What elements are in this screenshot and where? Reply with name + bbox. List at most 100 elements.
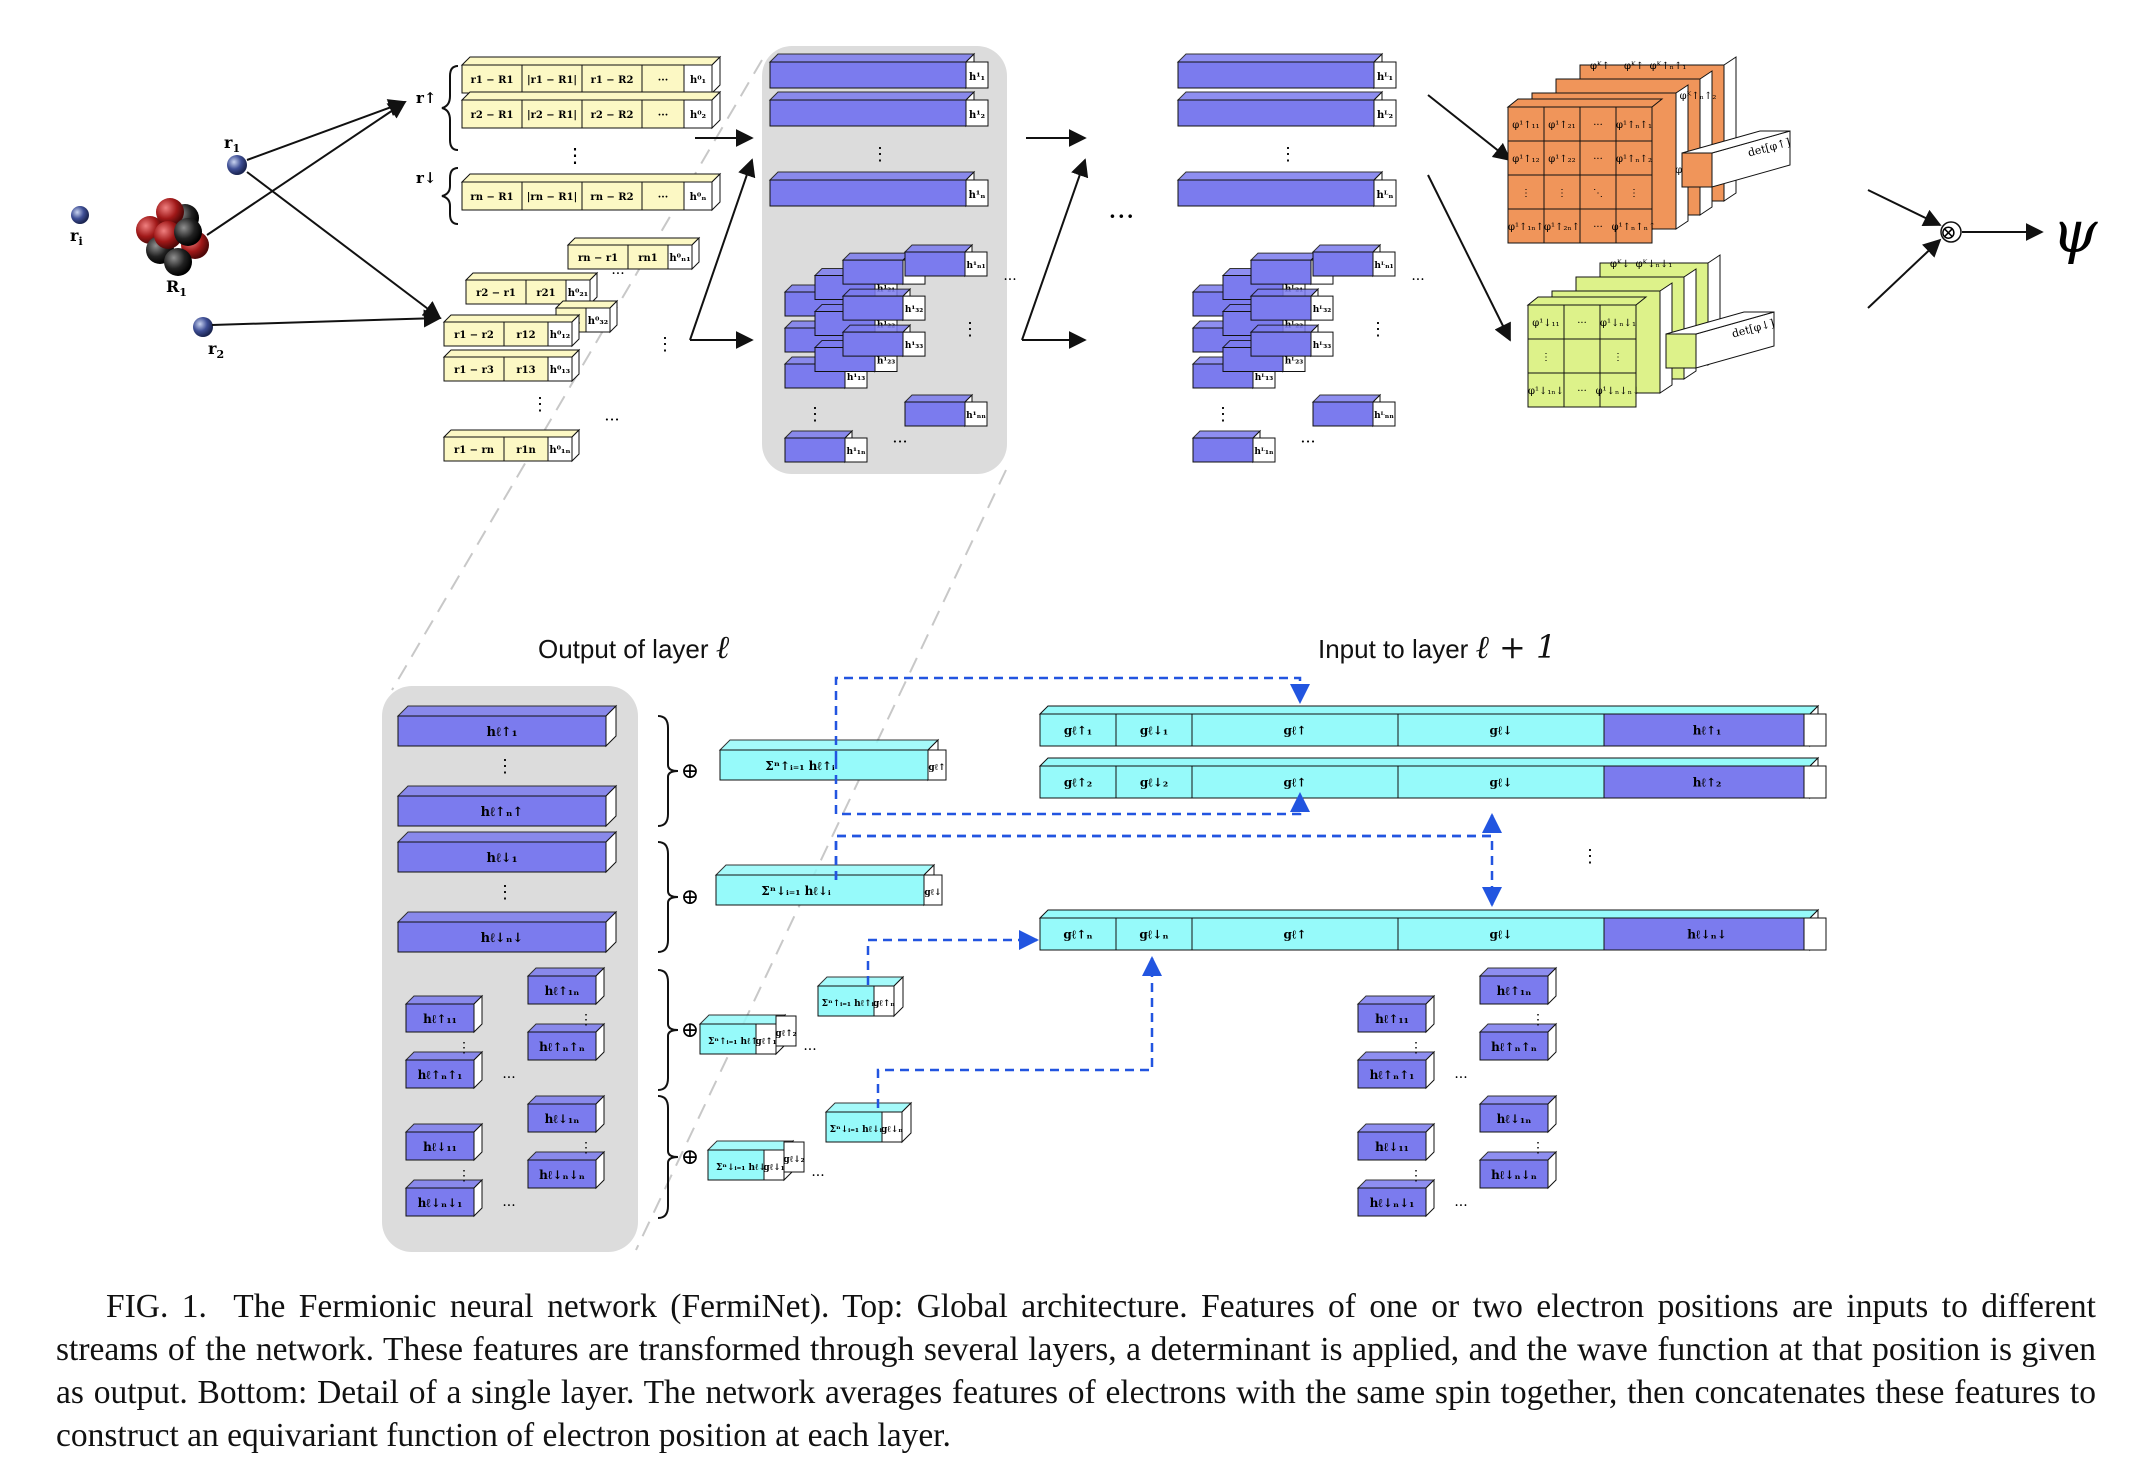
layer1-pair-ellipsis-top: ··· bbox=[1003, 272, 1016, 288]
row-cell bbox=[627, 244, 669, 270]
detail-left-pair-up-label: hℓ↑ₙ↑ₙ bbox=[539, 1040, 585, 1054]
row-cell-label: r1 − R1 bbox=[471, 75, 514, 86]
row-cell bbox=[1603, 917, 1811, 951]
block-front bbox=[1177, 99, 1375, 127]
detail-right-pair-up-block bbox=[1478, 1022, 1558, 1062]
otimes-symbol: ⊗ bbox=[1940, 220, 1957, 244]
label-cell bbox=[873, 985, 895, 1017]
detail-left-pair-up-label: hℓ↑ₙ↑₁ bbox=[418, 1068, 463, 1082]
layerL-pair-block bbox=[1249, 323, 1320, 358]
row-cell bbox=[641, 99, 685, 129]
detail-h-down-1 bbox=[396, 830, 618, 874]
figure-caption: FIG. 1. The Fermionic neural network (Fe… bbox=[56, 1285, 2096, 1457]
layer1-pair-label: h¹ₙₙ bbox=[966, 411, 986, 421]
orbital-up-back-label: φᴷ↑ₙ↑₂ bbox=[1680, 91, 1717, 102]
row-top bbox=[566, 237, 701, 246]
orbital-down-back-label: φᴷ↓ bbox=[1610, 259, 1630, 270]
electron-ri bbox=[71, 206, 89, 224]
row-cell-label: gℓ↑ bbox=[1284, 928, 1307, 942]
detail-h-down-n bbox=[396, 910, 618, 954]
block-top bbox=[698, 1014, 787, 1025]
row-cell bbox=[667, 244, 693, 270]
block-top bbox=[841, 252, 912, 261]
row-top bbox=[442, 349, 581, 358]
layer1-pair-label: h¹₃₂ bbox=[905, 305, 923, 315]
row-cell-label: r2 − R1 bbox=[471, 110, 514, 121]
detail-right-pair-up-label: hℓ↑₁₁ bbox=[1375, 1012, 1409, 1026]
row-cell bbox=[1397, 765, 1605, 799]
orbital-up-cell-label: φ¹↑₁₂ bbox=[1512, 154, 1539, 165]
row-cell bbox=[461, 181, 523, 211]
row-cell bbox=[1397, 917, 1605, 951]
row-top bbox=[1038, 705, 1820, 715]
detail-h-down-1-label: hℓ↓₁ bbox=[487, 851, 518, 866]
row-cell-label: hℓ↑₁ bbox=[1693, 724, 1722, 738]
layer1-pair-ellipsis: ··· bbox=[892, 432, 907, 451]
row-cell bbox=[683, 99, 713, 129]
layer-L-features: hᴸ₁hᴸ₂hᴸₙ⋮hᴸ₁₁hᴸ₂₁hᴸ₃₁hᴸ₁₂hᴸ₂₂hᴸ₃₂hᴸ₁₃hᴸ… bbox=[1176, 52, 1425, 464]
block-front bbox=[397, 841, 607, 873]
detail-pair-sum-down-g: gℓ↓ₙ bbox=[881, 1125, 903, 1135]
block-top bbox=[768, 171, 976, 181]
detail-h-up-n bbox=[396, 784, 618, 828]
orbital-up-cell bbox=[1543, 140, 1581, 176]
detail-right-pair-down-vdots: ⋮ bbox=[1409, 1168, 1423, 1184]
row-cell-label: hℓ↑₂ bbox=[1693, 776, 1722, 790]
row-top bbox=[554, 300, 619, 309]
block-front bbox=[1250, 295, 1312, 321]
row-cell bbox=[581, 99, 643, 129]
detail-left-pair-up-block bbox=[526, 966, 606, 1006]
orbital-up-back-label: φᴷ↑ bbox=[1590, 61, 1610, 72]
orbital-up-cell-label: φ¹↑ₙ↑ₙ↑ bbox=[1612, 222, 1657, 233]
heading-output-layer: Output of layer ℓ bbox=[538, 628, 730, 666]
row-top bbox=[460, 56, 722, 66]
row-cell-label: gℓ↓ bbox=[1490, 776, 1513, 790]
block-front bbox=[769, 61, 967, 89]
detail-oplus: ⊕ bbox=[681, 1018, 699, 1043]
detail-left-pair-up-label: hℓ↑₁₁ bbox=[423, 1012, 457, 1026]
layerL-single-1 bbox=[1176, 52, 1384, 90]
label-cell bbox=[923, 874, 943, 906]
layer1-pair-label: h¹₃₃ bbox=[905, 341, 923, 351]
row-cell bbox=[683, 64, 713, 94]
layer1-single-label: h¹ₙ bbox=[969, 190, 986, 201]
orbital-up-cell-label: ··· bbox=[1593, 154, 1603, 165]
row-cell bbox=[1191, 713, 1399, 747]
row-cell-label: gℓ↓₂ bbox=[1140, 776, 1168, 790]
label-ri: ri bbox=[70, 226, 83, 248]
row-cell bbox=[1191, 765, 1399, 799]
row-cell-label: gℓ↓ₙ bbox=[1139, 928, 1168, 942]
row-cell bbox=[547, 321, 573, 347]
orbital-up-back-label: φᴷ↑ₙ↑₁ bbox=[1650, 61, 1687, 72]
detail-pair-sum-down-g: gℓ↓₁ bbox=[763, 1163, 784, 1173]
block-top bbox=[1356, 995, 1436, 1005]
row-cell bbox=[465, 279, 527, 305]
orbital-up-cell bbox=[1615, 208, 1653, 244]
row-cell bbox=[1603, 713, 1811, 747]
orbital-down-det-front bbox=[1665, 333, 1697, 369]
block-front bbox=[1479, 1103, 1549, 1133]
orbital-down-cell bbox=[1599, 304, 1637, 340]
block-front bbox=[405, 1003, 475, 1033]
pair-ellipsis-top: ··· bbox=[611, 266, 624, 282]
layerL-pair-label: hᴸ₁₃ bbox=[1255, 373, 1273, 383]
orbital-down-cell bbox=[1527, 338, 1565, 374]
detail-left-pair-down-vdots-right: ⋮ bbox=[579, 1140, 593, 1156]
label-cell bbox=[844, 437, 868, 463]
row-top bbox=[442, 429, 581, 438]
row-top bbox=[1038, 909, 1820, 919]
row-cell-label: |r2 − R1| bbox=[527, 110, 577, 121]
label-cell bbox=[1373, 61, 1397, 89]
row-cell-label: r2 − r1 bbox=[476, 288, 516, 299]
spin-braces bbox=[441, 65, 459, 225]
block-front bbox=[397, 715, 607, 747]
block-front bbox=[715, 874, 925, 906]
layer1-pair-vdots-right: ⋮ bbox=[961, 319, 979, 340]
orbital-down-cell bbox=[1599, 338, 1637, 374]
row-cell-label: h⁰₁ bbox=[690, 75, 706, 86]
orbital-up-cell-label: φ¹↑ₙ↑₁ bbox=[1616, 120, 1652, 131]
row-cell-label: gℓ↑ₙ bbox=[1063, 928, 1092, 942]
